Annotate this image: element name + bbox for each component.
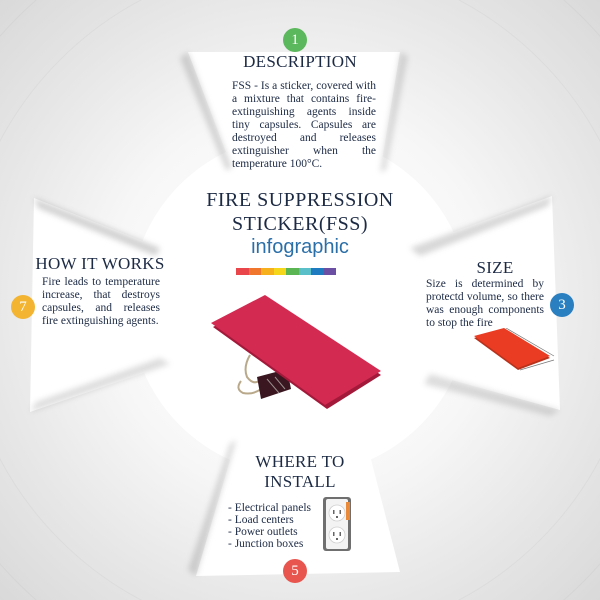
install-locations-list: - Electrical panels - Load centers - Pow… bbox=[228, 502, 311, 550]
where-to-install-heading-line-2: INSTALL bbox=[264, 472, 336, 491]
size-text: Size is determined by protectd volume, s… bbox=[426, 278, 544, 329]
size-step-badge: 3 bbox=[550, 293, 574, 317]
size-heading: SIZE bbox=[476, 258, 514, 277]
list-item: - Load centers bbox=[228, 514, 294, 526]
description-text: FSS - Is a sticker, covered with a mixtu… bbox=[232, 80, 376, 170]
power-outlet-image bbox=[323, 497, 351, 551]
description-heading: DESCRIPTION bbox=[243, 52, 357, 71]
how-it-works-step-badge: 7 bbox=[11, 295, 35, 319]
list-item: - Electrical panels bbox=[228, 502, 312, 514]
how-it-works-text: Fire leads to temperature increase, that… bbox=[42, 276, 160, 327]
list-item: - Junction boxes bbox=[228, 538, 304, 550]
title-subtitle: infographic bbox=[251, 236, 349, 258]
where-to-install-step-badge: 5 bbox=[283, 559, 307, 583]
title-line-1: FIRE SUPPRESSION bbox=[206, 189, 394, 211]
how-it-works-heading: HOW IT WORKS bbox=[35, 254, 165, 273]
list-item: - Power outlets bbox=[228, 526, 298, 538]
sticker-with-clip-image bbox=[211, 295, 381, 409]
title-line-2: STICKER(FSS) bbox=[231, 213, 369, 235]
page-title: FIRE SUPPRESSION STICKER(FSS) bbox=[170, 188, 430, 236]
where-to-install-heading: WHERE TO INSTALL bbox=[220, 452, 380, 492]
where-to-install-heading-line-1: WHERE TO bbox=[255, 452, 345, 471]
size-dimension-diagram bbox=[474, 328, 555, 371]
description-step-badge: 1 bbox=[283, 28, 307, 52]
rainbow-color-bar bbox=[236, 268, 336, 275]
